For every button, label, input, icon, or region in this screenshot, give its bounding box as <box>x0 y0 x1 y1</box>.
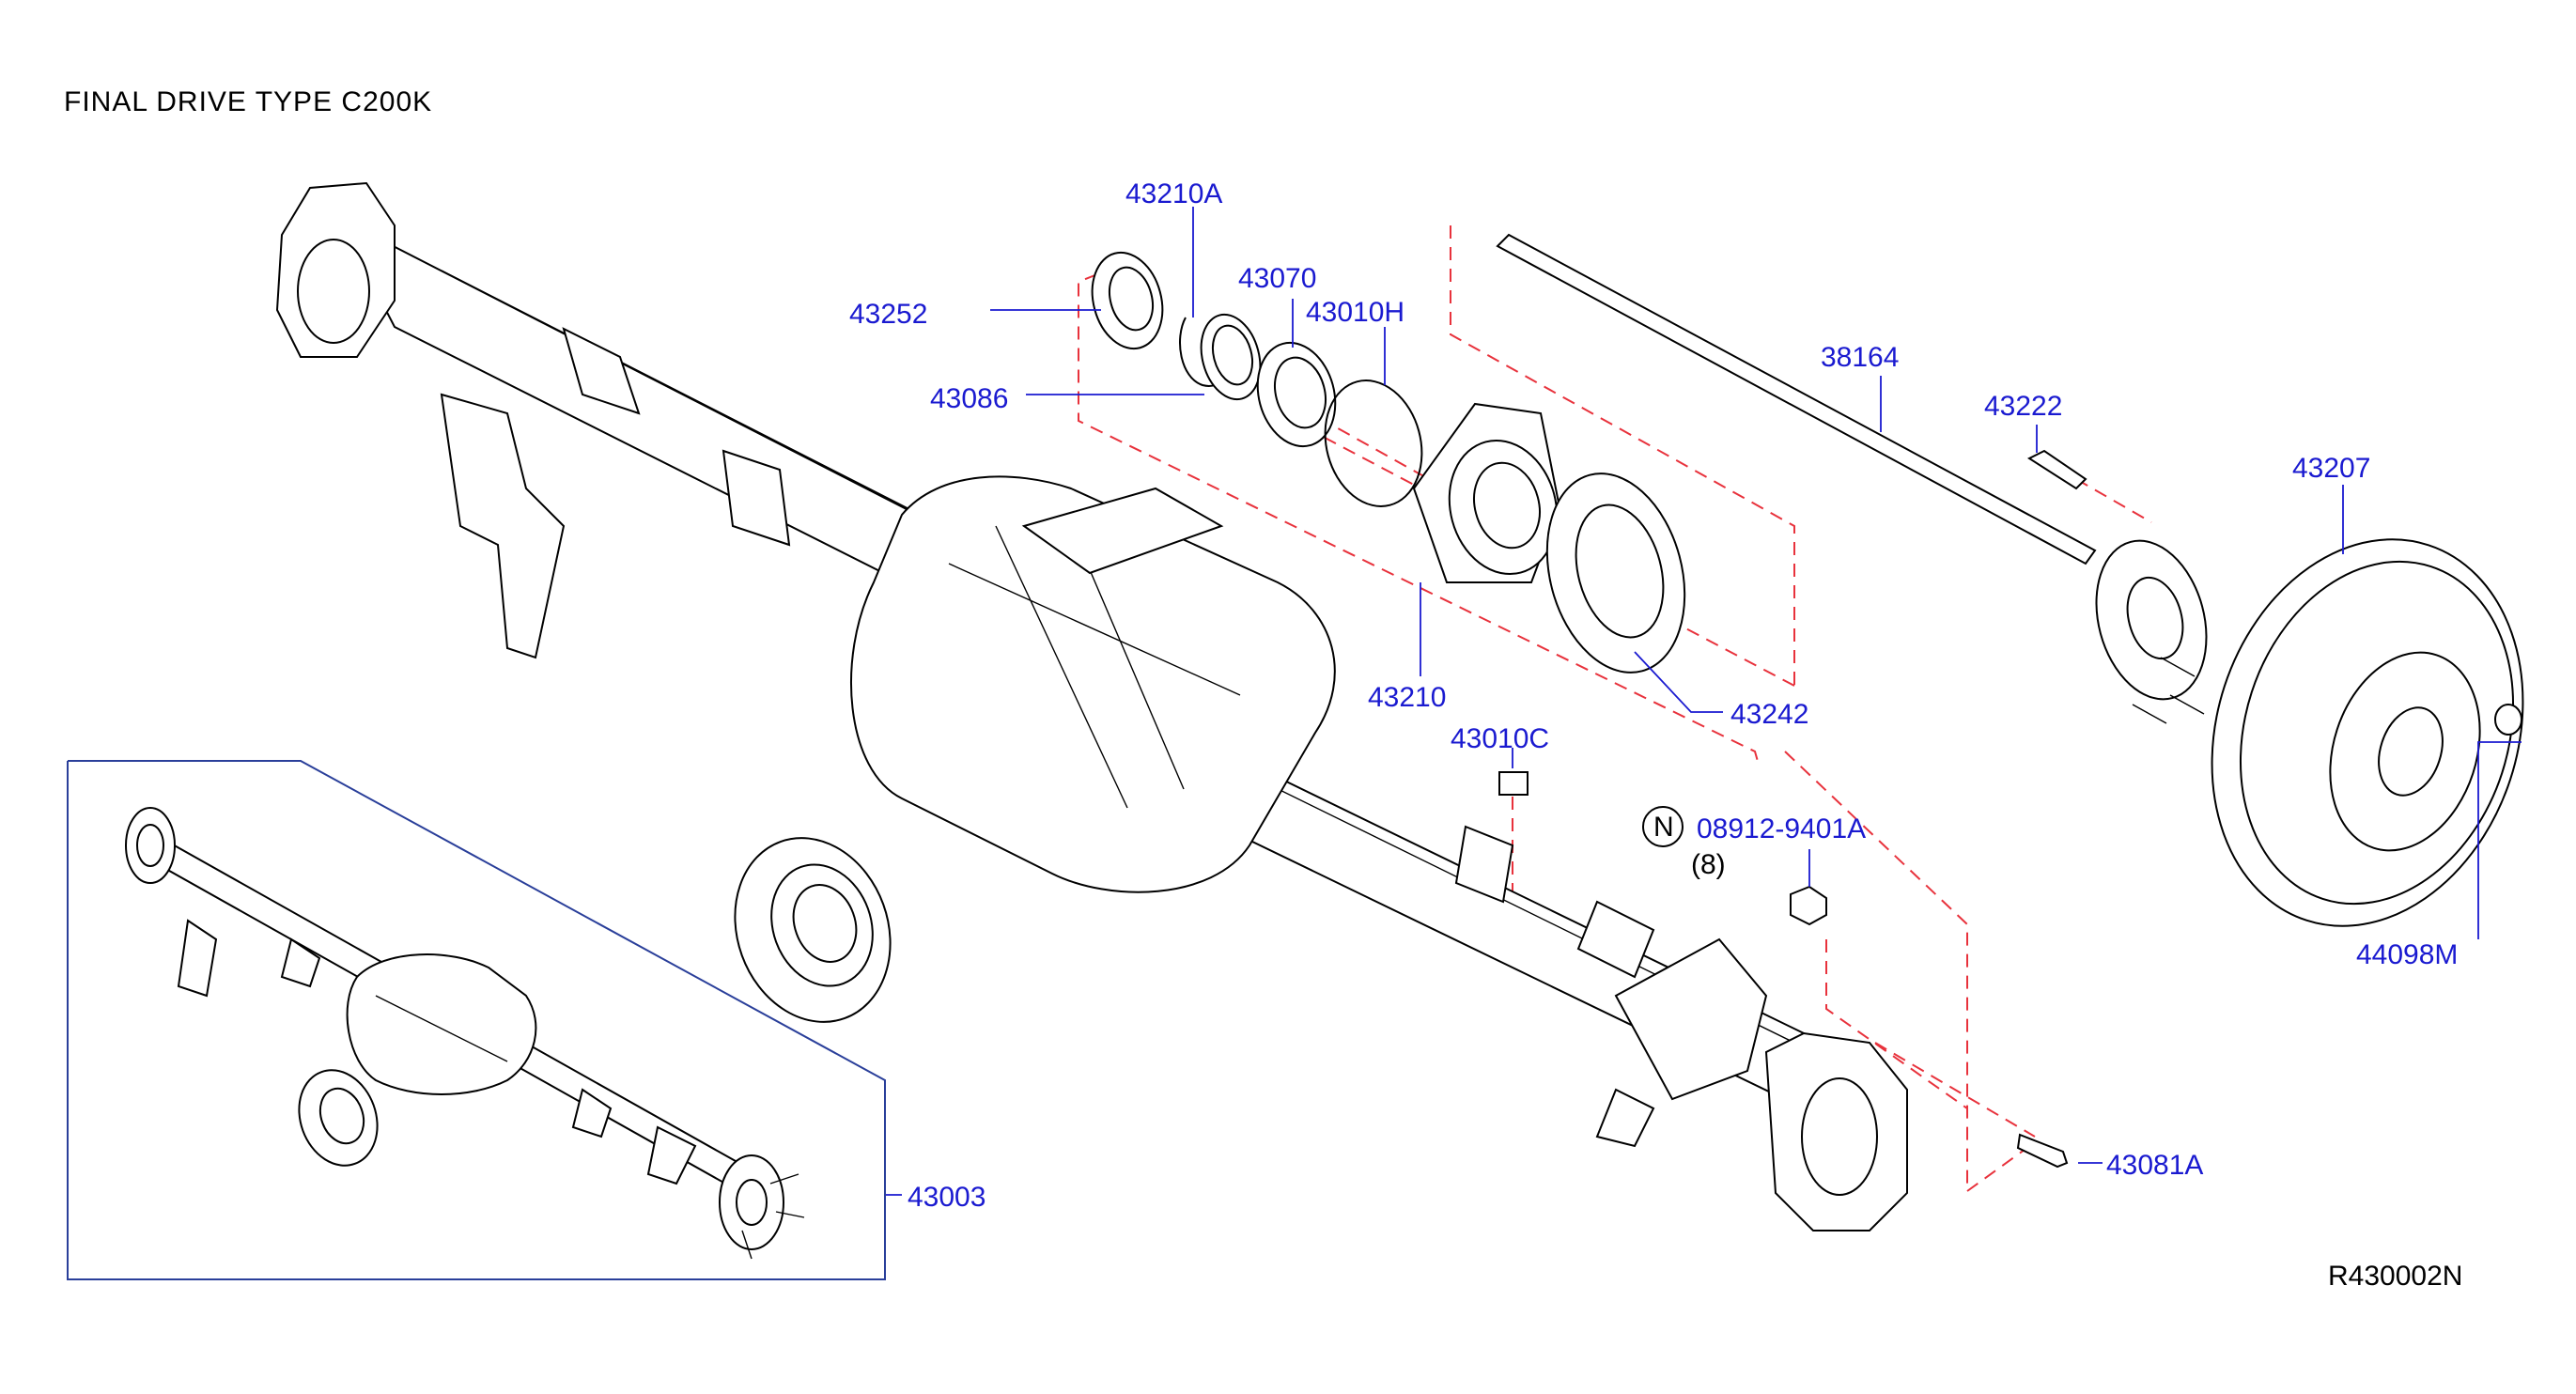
part-44098m-drum-screw <box>2494 704 2522 736</box>
part-43010h-o-ring <box>1324 379 1423 507</box>
callout-43210: 43210 <box>1368 682 1446 713</box>
part-43086-spacer <box>1200 313 1262 401</box>
callout-44098m: 44098M <box>2356 939 2458 970</box>
callout-08912-quantity: (8) <box>1691 849 1726 880</box>
callout-43003: 43003 <box>908 1182 985 1213</box>
callout-08912-9401a: 08912-9401A <box>1697 813 1866 844</box>
inset-axle-assembly <box>67 760 886 1280</box>
callout-43070: 43070 <box>1238 263 1316 294</box>
part-43081a-bolt <box>2016 1133 2069 1169</box>
callout-labels: 43210A 43252 43070 43010H 43086 38164 43… <box>849 178 2458 1213</box>
callout-43010c: 43010C <box>1451 723 1549 754</box>
note-n-symbol: N <box>1653 812 1674 843</box>
part-38164-axle-shaft <box>1496 233 2208 724</box>
part-43010c-plug <box>1498 771 1529 796</box>
diagram-title: FINAL DRIVE TYPE C200K <box>64 86 432 117</box>
rear-axle-housing <box>275 181 1908 1231</box>
part-43242-gasket <box>1545 472 1686 674</box>
callout-43252: 43252 <box>849 299 927 330</box>
part-43207-brake-drum <box>2211 538 2524 927</box>
note-n-circle-icon <box>1642 806 1684 847</box>
part-08912-9401a-nut <box>1790 885 1827 926</box>
callout-43222: 43222 <box>1984 391 2062 422</box>
part-43252-oil-seal <box>1091 251 1164 350</box>
callout-43086: 43086 <box>930 383 1008 414</box>
part-43070-bearing <box>1256 341 1337 448</box>
part-43210-bearing-housing <box>1412 402 1561 583</box>
callout-43010h: 43010H <box>1306 297 1404 328</box>
callout-43242: 43242 <box>1730 699 1808 730</box>
diagram-reference: R430002N <box>2328 1261 2462 1292</box>
part-43222-wheel-bolt <box>2026 449 2087 490</box>
callout-38164: 38164 <box>1821 342 1899 373</box>
callout-43081a: 43081A <box>2106 1150 2203 1181</box>
callout-43207: 43207 <box>2292 453 2370 484</box>
callout-43210a: 43210A <box>1125 178 1222 209</box>
